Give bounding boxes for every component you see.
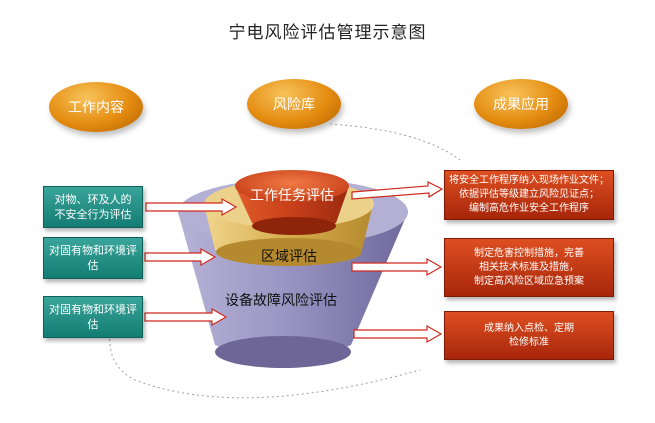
right-box-inspection: 成果纳入点检、定期 检修标准 [444,311,614,360]
header-risk-library: 风险库 [247,79,341,129]
right-box-line: 相关技术标准及措施， [479,261,579,273]
arrow-right-2 [351,257,443,277]
dotted-orbit [109,299,421,399]
left-box-environment-2: 对固有物和环境评估 [43,296,143,338]
layer-label-device-fault: 设备故障风险评估 [225,293,337,309]
layer-label-work-task: 工作任务评估 [250,188,334,204]
left-box-line: 不安全行为评估 [54,208,132,221]
right-box-line: 编制高危作业安全工作程序 [469,203,589,214]
arrow-right-1 [351,181,444,200]
right-box-line: 将安全工作程序纳入现场作业文件； [449,175,609,186]
header-label: 成果应用 [493,97,549,113]
right-box-controls: 制定危害控制措施，完善 相关技术标准及措施， 制定高风险区域应急预案 [444,238,614,297]
left-box-line: 对物、环及人的 [54,193,132,206]
header-result-application: 成果应用 [474,79,568,129]
right-box-line: 制定高风险区域应急预案 [474,275,584,287]
right-box-line: 依据评估等级建立风险见证点； [459,189,599,200]
page-title: 宁电风险评估管理示意图 [228,23,427,43]
right-box-line: 成果纳入点检、定期 [484,322,574,334]
header-label: 工作内容 [68,100,124,116]
right-box-line: 制定危害控制措施，完善 [474,247,584,259]
right-box-line: 检修标准 [509,336,549,348]
header-work-content: 工作内容 [49,82,143,132]
layer-label-area: 区域评估 [261,249,317,265]
arrow-left-1 [145,197,238,217]
header-label: 风险库 [273,97,315,113]
dotted-orbit [329,123,461,161]
arrow-left-3 [144,307,228,327]
left-box-line: 对固有物和环境评估 [49,244,137,272]
right-box-procedures: 将安全工作程序纳入现场作业文件； 依据评估等级建立风险见证点； 编制高危作业安全… [444,170,614,220]
arrow-right-3 [353,324,443,344]
left-box-behavior: 对物、环及人的 不安全行为评估 [43,186,143,228]
layer-work-task [235,170,349,235]
arrow-left-2 [144,247,217,267]
left-box-environment-1: 对固有物和环境评估 [43,237,143,279]
left-box-line: 对固有物和环境评估 [49,303,137,331]
